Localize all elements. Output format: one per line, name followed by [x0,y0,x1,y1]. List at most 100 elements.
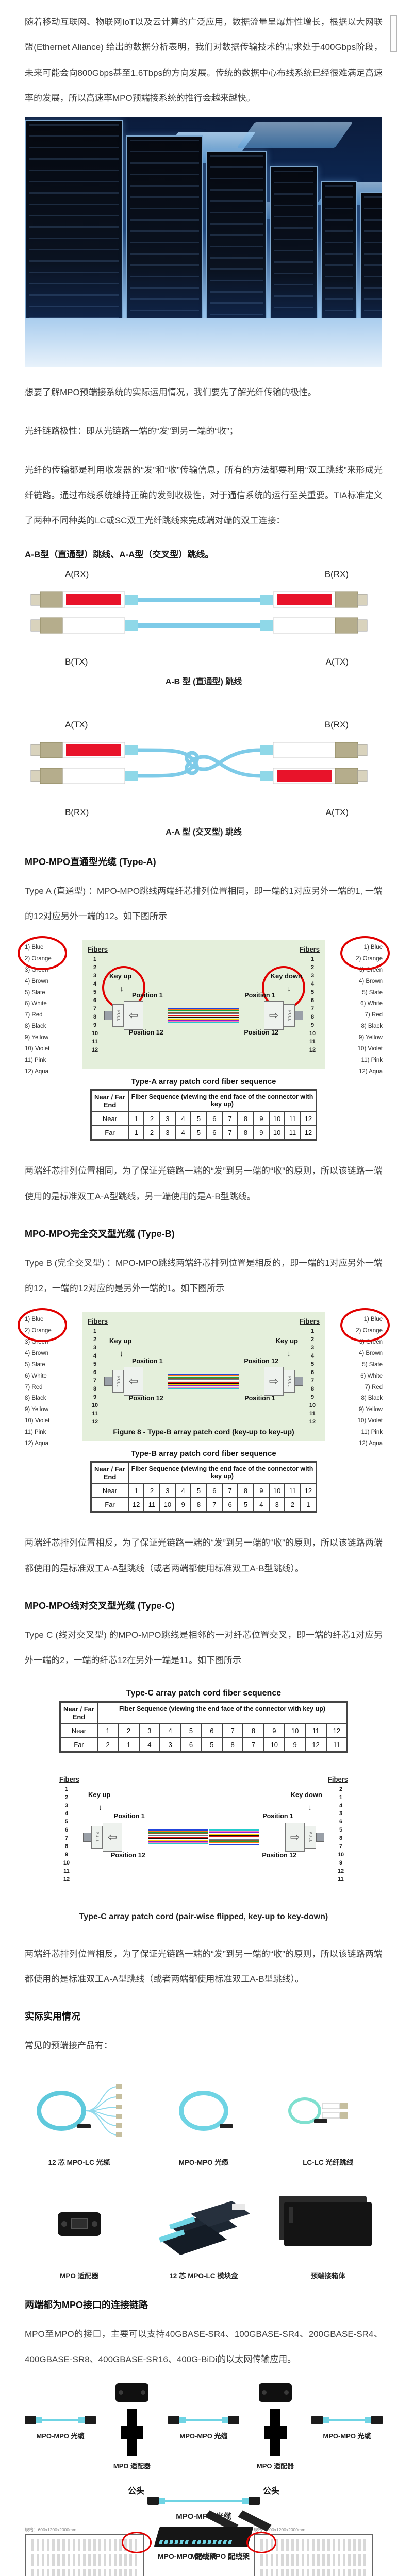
fiber-number: 11 [338,1876,344,1883]
fiber-color-item: 11) Pink [25,1429,46,1435]
fiber-strand [168,1020,239,1021]
mpo-adapter-photo [115,2383,148,2402]
fiber-strand [168,1376,239,1378]
fiber-strand [168,1008,239,1009]
mpo-connector-graphic: PULL ⇦ [83,1822,122,1852]
scrollbar-track[interactable] [390,0,397,2576]
position-12-label: Position 12 [129,1395,163,1402]
fiber-number: 6 [310,1369,315,1376]
type-a-desc: Type A (直通型) ：MPO-MPO跳线两端纤芯排列位置相同，即一端的1对… [25,886,383,921]
table-cell: 11 [285,1112,301,1126]
product-tile: LC-LC 光纤跳线 [274,2072,383,2167]
table-cell: 4 [139,1737,160,1752]
fiber-color-item: 11) Pink [25,1057,46,1063]
table-cell: 10 [284,1723,306,1738]
arrow-icon: ⇦ [124,1367,143,1396]
fiber-strand [148,1842,208,1843]
down-arrow-icon: ↓ [120,985,124,994]
red-circle [18,936,67,971]
key-up-label: Key up [275,1337,298,1345]
table-cell: 12 [300,1484,316,1498]
fiber-strand [209,1829,259,1831]
fiber-strand [168,1385,239,1387]
fiber-number: 4 [93,1353,97,1360]
fiber-strand [168,1375,239,1376]
fiber-strand [168,1380,239,1382]
fiber-strand [168,1381,239,1383]
type-c-table-title: Type-C array patch cord fiber sequence [126,1688,282,1698]
fiber-number: 4 [339,1802,343,1809]
mpo-link-heading: 两端都为MPO接口的连接链路 [25,2299,148,2310]
fiber-strand [148,1843,208,1845]
fiber-number: 6 [64,1827,69,1834]
fiber-number: 10 [91,1402,98,1409]
fiber-strand [148,1834,208,1836]
label-a-rx: A(RX) [65,569,89,579]
scrollbar-thumb[interactable] [390,15,397,52]
fiber-number: 6 [339,1819,343,1825]
table-cell: 10 [269,1484,285,1498]
fiber-color-item: 8) Black [25,1023,46,1030]
fiber-strand [168,1011,239,1013]
fiber-number: 11 [63,1868,70,1875]
fiber-color-item: 7) Red [25,1012,43,1019]
position-1-label: Position 1 [244,1395,275,1402]
table-cell: 5 [201,1737,222,1752]
position-12-label: Position 12 [244,1029,278,1037]
arrow-icon: ⇨ [264,1367,284,1396]
ceiling-light [237,122,353,148]
fiber-color-item: 5) Slate [362,989,383,996]
table-cell: 7 [222,1484,238,1498]
fiber-number: 7 [310,1005,315,1012]
server-rack [321,181,357,321]
fiber-number: 6 [93,997,97,1004]
table-cell: 12 [326,1723,347,1738]
fiber-number: 5 [339,1827,343,1834]
fiber-number: 8 [310,1013,315,1020]
table-cell: 9 [253,1126,269,1140]
fiber-color-item: 4) Brown [358,1350,383,1357]
floor [25,318,382,368]
fiber-strand [209,1832,259,1833]
label-a-tx: A(TX) [325,656,349,667]
fiber-strand [168,1010,239,1012]
fiber-number: 1 [310,1328,315,1335]
fiber-strand [168,1378,239,1379]
table-cell: 4 [175,1484,191,1498]
fiber-strand [209,1840,259,1841]
product-tile: 12 芯 MPO-LC 模块盒 [149,2185,258,2280]
table-cell: 8 [238,1112,254,1126]
fiber-color-item: 6) White [25,1001,47,1007]
table-cell: 7 [222,1112,238,1126]
fiber-color-item: 4) Brown [25,1350,49,1357]
fiber-number: 9 [93,1022,97,1028]
mpo-connector-graphic: PULL ⇦ [104,1001,143,1030]
fiber-color-item: 4) Brown [358,978,383,985]
table-cell: 8 [243,1723,264,1738]
fiber-color-item: 12) Aqua [358,1068,383,1075]
arrow-icon: ⇨ [264,1001,284,1030]
lc-lc-jumper-photo [274,2072,383,2149]
table-cell: 6 [180,1737,202,1752]
table-cell: 2 [118,1723,139,1738]
red-circle [18,1308,67,1343]
table-cell: 5 [191,1126,207,1140]
aa-jumper-caption: A-A 型 (交叉型) 跳线 [166,827,242,837]
fiber-number: 7 [64,1835,69,1842]
table-cell: 5 [180,1723,202,1738]
red-circle [340,1308,390,1343]
practical-intro: 常见的预端接产品有： [25,2041,112,2051]
fibers-label: Fibers [59,1775,80,1783]
down-arrow-icon: ↓ [287,1349,291,1359]
key-up-label: Key up [109,972,132,980]
fiber-strand [209,1841,259,1842]
fiber-strand [209,1836,259,1837]
table-cell: 6 [206,1112,222,1126]
intro-paragraph: 随着移动互联网、物联网IoT以及云计算的广泛应用，数据流量呈爆炸性增长，根据以大… [25,17,383,103]
table-cell: 12 [300,1126,316,1140]
fiber-strand [209,1842,259,1844]
fiber-strand [168,1015,239,1017]
